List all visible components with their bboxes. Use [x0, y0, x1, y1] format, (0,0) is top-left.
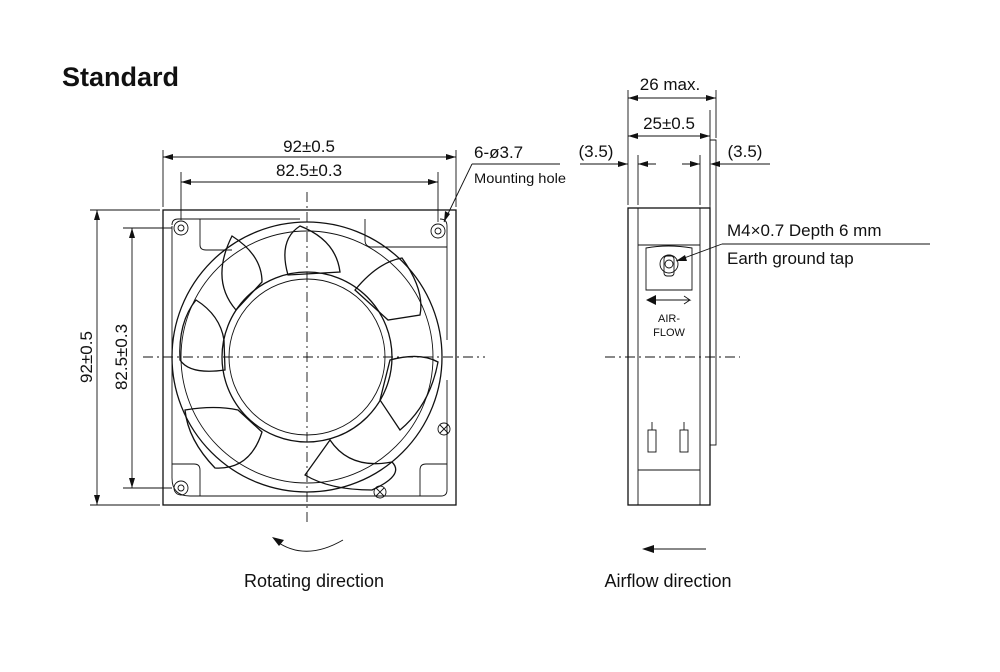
rotating-direction-caption: Rotating direction [244, 571, 384, 591]
airflow-label-line2: FLOW [653, 327, 685, 339]
dim-flange-right-label: (3.5) [728, 142, 763, 161]
dim-depth-label: 25±0.5 [643, 114, 695, 133]
side-view: AIR- FLOW 26 max. 25±0.5 [579, 75, 930, 591]
corner-pocket [199, 219, 232, 251]
fan-blade [179, 299, 226, 372]
fan-blade [284, 225, 341, 276]
fan-frame-outline [162, 209, 457, 506]
front-view: 92±0.5 82.5±0.3 92±0.5 82.5±0.3 [77, 137, 566, 591]
corner-pocket [419, 463, 447, 496]
lead-terminal [647, 422, 689, 453]
rotation-arrow [272, 537, 344, 552]
dim-flange-left-label: (3.5) [579, 142, 614, 161]
tap-label: Earth ground tap [727, 249, 854, 268]
airflow-direction-arrow [642, 545, 706, 553]
mounting-hole [430, 223, 446, 239]
airflow-label-line1: AIR- [658, 313, 680, 325]
dim-height-outer-label: 92±0.5 [77, 331, 96, 383]
fan-blade [379, 355, 439, 431]
dim-flange-left [580, 155, 656, 205]
corner-pocket [172, 463, 201, 496]
hole-leader [443, 163, 560, 223]
hole-callout: 6-ø3.7 [474, 143, 523, 162]
dim-width-pitch [180, 172, 439, 222]
fan-blade [304, 438, 397, 491]
dim-width-outer-label: 92±0.5 [283, 137, 335, 156]
hole-label: Mounting hole [474, 170, 566, 186]
dim-width-pitch-label: 82.5±0.3 [276, 161, 342, 180]
tap-leader [675, 243, 930, 262]
mounting-hole [373, 485, 387, 499]
dim-depth-max-label: 26 max. [640, 75, 700, 94]
airflow-direction-caption: Airflow direction [604, 571, 731, 591]
fan-blade [184, 406, 263, 469]
airflow-marker [646, 295, 692, 305]
fan-blade [221, 235, 263, 311]
corner-pocket [364, 219, 447, 248]
fan-frame-inner [171, 218, 448, 497]
mounting-hole [173, 220, 189, 236]
dim-flange-right [682, 155, 770, 205]
drawing-title: Standard [62, 62, 179, 92]
dim-height-pitch-label: 82.5±0.3 [112, 324, 131, 390]
ground-tap [645, 245, 693, 291]
dim-height-pitch [123, 227, 172, 489]
fan-side-rear-plate [709, 139, 717, 446]
dim-height-outer [90, 209, 160, 506]
fan-blade [354, 257, 422, 321]
mounting-hole [437, 422, 451, 436]
dim-depth [628, 110, 711, 205]
dim-depth-max [627, 90, 717, 205]
tap-spec: M4×0.7 Depth 6 mm [727, 221, 882, 240]
mounting-hole [173, 480, 189, 496]
